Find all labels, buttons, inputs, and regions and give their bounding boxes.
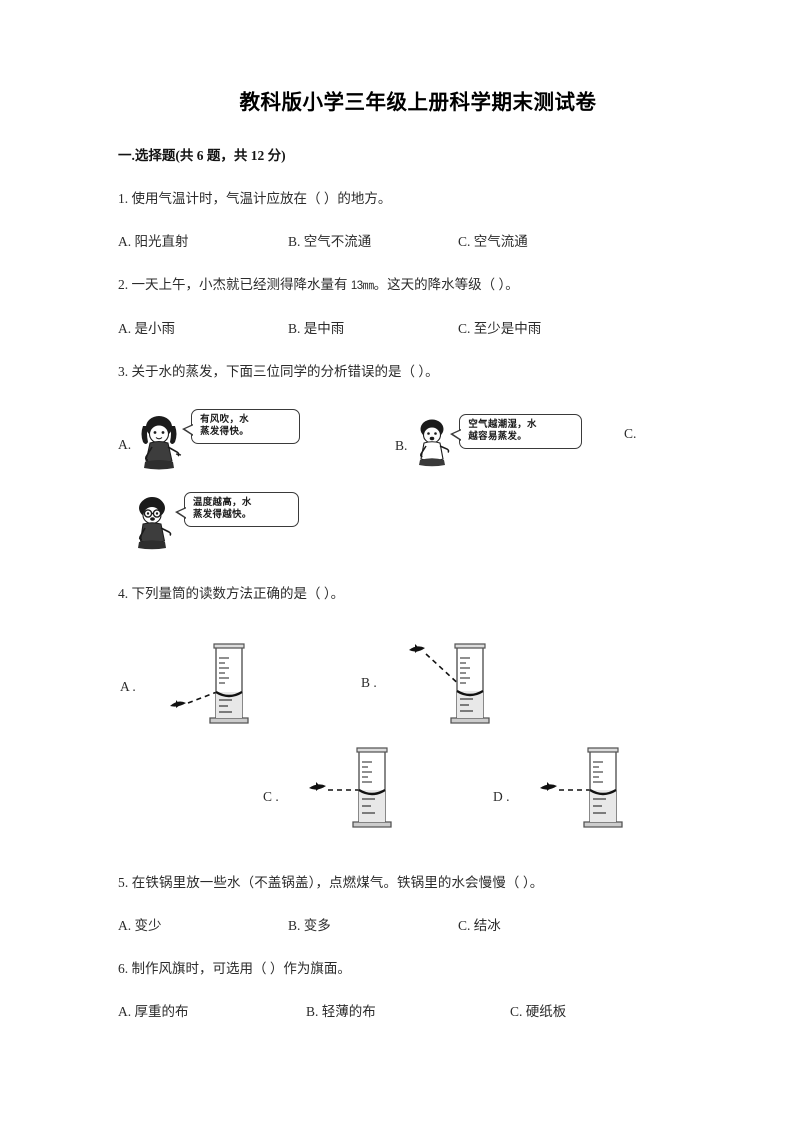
question-3-text: 3. 关于水的蒸发，下面三位同学的分析错误的是（ ）。 xyxy=(118,364,439,379)
question-2-text-before: 2. 一天上午，小杰就已经测得降水量有 xyxy=(118,277,351,292)
cylinder-eye-down-icon xyxy=(381,628,506,738)
question-4-option-d[interactable]: D . xyxy=(493,744,639,849)
question-6-option-b[interactable]: B. 轻薄的布 xyxy=(306,1004,376,1019)
question-2-value: 13 xyxy=(350,280,363,292)
question-3-option-c[interactable]: C. xyxy=(624,424,642,444)
question-2-text: 2. 一天上午，小杰就已经测得降水量有 13㎜。这天的降水等级（ ）。 xyxy=(118,275,718,296)
question-2-option-c[interactable]: C. 至少是中雨 xyxy=(458,321,542,336)
question-1-option-b[interactable]: B. 空气不流通 xyxy=(288,234,372,249)
question-6-text: 6. 制作风旗时，可选用（ ）作为旗面。 xyxy=(118,961,351,976)
question-2-option-b[interactable]: B. 是中雨 xyxy=(288,321,345,336)
question-2-text-after: 。这天的降水等级（ ）。 xyxy=(373,277,519,292)
question-3-option-c-label: C. xyxy=(624,426,637,441)
question-5-options: A. 变少 B. 变多 C. 结冰 xyxy=(118,916,718,936)
question-4-option-a-label: A . xyxy=(120,678,136,694)
question-6-options: A. 厚重的布 B. 轻薄的布 C. 硬纸板 xyxy=(118,1002,718,1022)
question-4-option-c-label: C . xyxy=(263,788,279,804)
cylinder-eye-up-icon xyxy=(140,634,265,739)
question-2-options: A. 是小雨 B. 是中雨 C. 至少是中雨 xyxy=(118,319,718,339)
question-4-option-b-label: B . xyxy=(361,675,377,690)
question-1-text: 1. 使用气温计时，气温计应放在（ ）的地方。 xyxy=(118,191,392,206)
question-3-option-a[interactable]: A. xyxy=(118,408,301,475)
question-4-picture-options: A . xyxy=(118,620,718,850)
cylinder-eye-level-d-icon xyxy=(514,744,639,849)
question-3-picture-options: A. xyxy=(118,396,718,561)
document-content: 教科版小学三年级上册科学期末测试卷 一.选择题(共 6 题，共 12 分) 1.… xyxy=(118,88,718,1022)
question-3-option-b-label: B. xyxy=(395,437,408,453)
cylinder-eye-level-c-icon xyxy=(283,744,408,849)
boy-glasses-icon xyxy=(132,496,176,555)
question-2-option-a[interactable]: A. 是小雨 xyxy=(118,321,175,336)
question-3-option-a-label: A. xyxy=(118,436,132,452)
question-3-option-c-figure[interactable]: 温度越高，水 蒸发得越快。 xyxy=(132,491,299,555)
boy-short-hair-icon xyxy=(413,418,453,473)
question-5-option-a[interactable]: A. 变少 xyxy=(118,918,162,933)
question-4-option-d-label: D . xyxy=(493,788,510,804)
question-4-option-c[interactable]: C . xyxy=(263,744,408,849)
question-3-option-b[interactable]: B. 空气越潮湿，水 越容易蒸发。 xyxy=(395,413,583,473)
section-header: 一.选择题(共 6 题，共 12 分) xyxy=(118,148,286,163)
question-4-option-a[interactable]: A . xyxy=(120,634,265,739)
question-3-option-b-bubble: 空气越潮湿，水 越容易蒸发。 xyxy=(450,413,583,449)
question-1-options: A. 阳光直射 B. 空气不流通 C. 空气流通 xyxy=(118,232,718,252)
question-6-option-a[interactable]: A. 厚重的布 xyxy=(118,1004,189,1019)
page-title: 教科版小学三年级上册科学期末测试卷 xyxy=(239,92,597,114)
question-6-option-c[interactable]: C. 硬纸板 xyxy=(510,1004,567,1019)
question-5-option-c[interactable]: C. 结冰 xyxy=(458,918,501,933)
question-4-option-b[interactable]: B . xyxy=(361,628,506,738)
question-1-option-c[interactable]: C. 空气流通 xyxy=(458,234,528,249)
question-5-option-b[interactable]: B. 变多 xyxy=(288,918,331,933)
girl-pigtails-icon xyxy=(137,414,183,475)
question-1-option-a[interactable]: A. 阳光直射 xyxy=(118,234,189,249)
question-3-option-a-bubble: 有风吹，水 蒸发得快。 xyxy=(182,408,301,444)
question-3-option-c-bubble: 温度越高，水 蒸发得越快。 xyxy=(175,491,299,527)
question-2-unit: ㎜ xyxy=(362,280,375,292)
question-5-text: 5. 在铁锅里放一些水（不盖锅盖），点燃煤气。铁锅里的水会慢慢（ ）。 xyxy=(118,875,544,890)
question-4-text: 4. 下列量筒的读数方法正确的是（ ）。 xyxy=(118,586,345,601)
